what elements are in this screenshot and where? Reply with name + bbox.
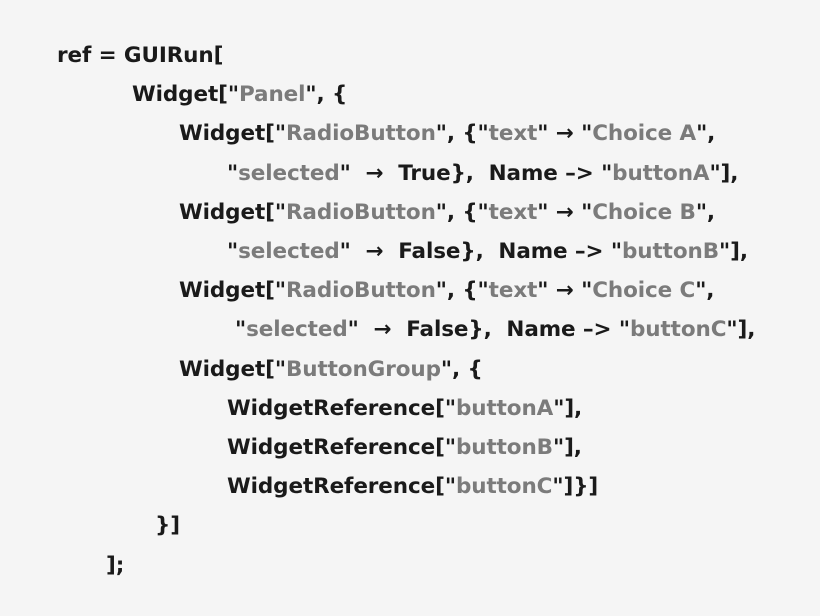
code-line: WidgetReference["buttonB"],	[0, 428, 820, 467]
code-token-string: buttonA	[612, 160, 710, 186]
code-lines-container: ref = GUIRun[Widget["Panel", {Widget["Ra…	[0, 36, 820, 585]
code-line: Widget["Panel", {	[0, 75, 820, 114]
code-token-string: Choice B	[592, 199, 696, 225]
code-token-syntax: }]	[155, 513, 180, 539]
code-line: Widget["ButtonGroup", {	[0, 350, 820, 389]
code-line: WidgetReference["buttonA"],	[0, 389, 820, 428]
code-token-arrow: →	[373, 317, 392, 343]
code-token-string: selected	[238, 239, 340, 265]
code-token-syntax: Widget["	[179, 356, 286, 382]
code-token-string: buttonC	[629, 317, 727, 343]
code-token-arrow: →	[365, 239, 384, 265]
code-token-syntax: ref = GUIRun[	[57, 43, 224, 68]
code-token-string: RadioButton	[285, 278, 436, 304]
code-token-string: RadioButton	[285, 121, 436, 147]
code-token-syntax: ", {	[440, 356, 483, 382]
code-line: "selected" → False}, Name –> "buttonB"],	[0, 232, 820, 271]
code-line: }]	[0, 506, 820, 545]
code-token-string: RadioButton	[285, 199, 436, 225]
code-token-syntax: "]}]	[552, 474, 599, 500]
code-token-syntax: "	[573, 199, 593, 225]
code-token-syntax: "],	[552, 435, 582, 461]
code-token-syntax: WidgetReference["	[227, 435, 456, 461]
code-token-string: selected	[246, 317, 348, 343]
code-token-syntax: ",	[695, 199, 715, 225]
code-token-syntax: "	[573, 278, 593, 304]
code-line: WidgetReference["buttonC"]}]	[0, 467, 820, 506]
code-token-syntax: ", {"	[435, 121, 489, 147]
code-token-syntax: "	[339, 239, 366, 265]
code-token-syntax: ", {"	[435, 278, 489, 304]
code-token-syntax: ", {	[305, 82, 348, 108]
code-line: Widget["RadioButton", {"text" → "Choice …	[0, 193, 820, 232]
code-token-arrow: →	[555, 278, 574, 304]
code-token-string: selected	[238, 160, 340, 186]
code-token-syntax: WidgetReference["	[227, 474, 456, 500]
code-token-syntax: Widget["	[179, 121, 286, 147]
code-line: "selected" → False}, Name –> "buttonC"],	[0, 310, 820, 349]
code-line: "selected" → True}, Name –> "buttonA"],	[0, 154, 820, 193]
code-token-syntax: WidgetReference["	[227, 395, 456, 421]
code-token-syntax: Widget["	[179, 199, 286, 225]
code-token-arrow: →	[365, 160, 384, 186]
code-token-syntax: False}, Name –> "	[383, 239, 622, 265]
code-token-string: buttonB	[621, 239, 719, 265]
code-token-syntax: Widget["	[132, 82, 239, 108]
code-token-syntax: "	[537, 121, 556, 147]
code-token-syntax: True}, Name –> "	[383, 160, 613, 186]
code-token-string: buttonA	[455, 395, 554, 421]
code-token-syntax: False}, Name –> "	[391, 317, 630, 343]
code-token-syntax: "],	[719, 239, 748, 265]
code-token-syntax: "	[537, 278, 556, 304]
code-token-string: buttonB	[455, 435, 553, 461]
code-token-syntax: "	[235, 317, 247, 343]
code-line: ];	[0, 546, 820, 585]
code-line: Widget["RadioButton", {"text" → "Choice …	[0, 114, 820, 153]
code-token-syntax: ",	[696, 121, 716, 147]
code-token-syntax: "],	[709, 160, 739, 186]
code-token-syntax: "	[227, 239, 239, 265]
code-token-syntax: "	[347, 317, 374, 343]
code-token-arrow: →	[555, 121, 574, 147]
code-token-string: Choice C	[592, 278, 696, 304]
code-line: Widget["RadioButton", {"text" → "Choice …	[0, 271, 820, 310]
code-token-syntax: ];	[106, 552, 125, 578]
code-token-string: Choice A	[592, 121, 697, 147]
code-token-syntax: "	[573, 121, 593, 147]
code-token-syntax: "	[339, 160, 366, 186]
code-token-arrow: →	[555, 199, 574, 225]
code-token-syntax: ",	[695, 278, 715, 304]
code-token-string: buttonC	[455, 474, 553, 500]
code-token-syntax: "],	[553, 395, 583, 421]
code-token-syntax: "],	[726, 317, 756, 343]
code-token-string: text	[488, 278, 538, 304]
code-line: ref = GUIRun[	[0, 36, 820, 75]
code-token-string: Panel	[238, 82, 306, 108]
code-token-syntax: Widget["	[179, 278, 286, 304]
code-token-syntax: ", {"	[435, 199, 489, 225]
code-token-string: text	[488, 199, 538, 225]
code-token-syntax: "	[227, 160, 239, 186]
code-token-string: ButtonGroup	[285, 356, 441, 382]
code-token-string: text	[488, 121, 538, 147]
code-token-syntax: "	[537, 199, 556, 225]
